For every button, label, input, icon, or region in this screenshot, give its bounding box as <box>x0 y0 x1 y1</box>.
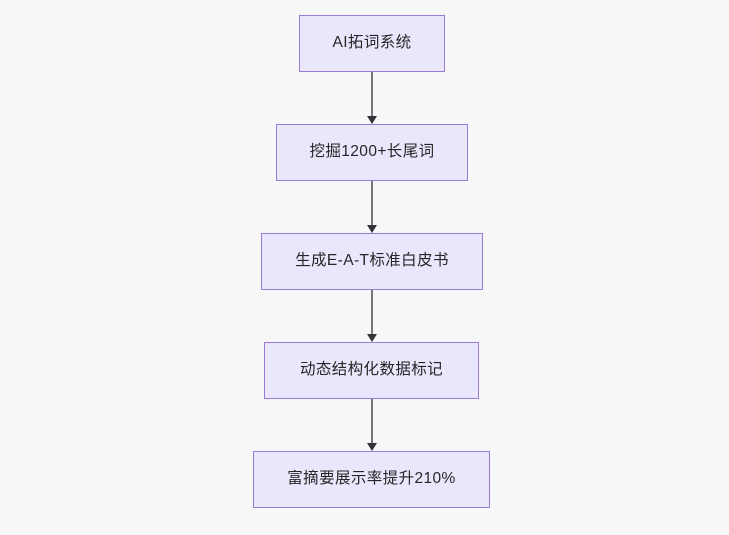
arrow-down-icon <box>366 443 377 451</box>
flow-edge <box>352 399 392 451</box>
flow-node[interactable]: 动态结构化数据标记 <box>264 342 479 399</box>
flow-node-label: 挖掘1200+长尾词 <box>309 143 435 161</box>
arrow-down-icon <box>366 116 377 124</box>
flow-node[interactable]: AI拓词系统 <box>299 15 445 72</box>
arrow-down-icon <box>366 225 377 233</box>
flow-edge <box>352 290 392 342</box>
flow-edge <box>352 181 392 233</box>
edge-line <box>371 72 373 117</box>
flow-node-label: 生成E-A-T标准白皮书 <box>295 252 449 270</box>
flow-node[interactable]: 挖掘1200+长尾词 <box>276 124 468 181</box>
flow-node[interactable]: 生成E-A-T标准白皮书 <box>261 233 483 290</box>
flow-node-label: 动态结构化数据标记 <box>299 361 444 379</box>
arrow-down-icon <box>366 334 377 342</box>
flow-node[interactable]: 富摘要展示率提升210% <box>253 451 490 508</box>
edge-line <box>371 290 373 335</box>
edge-line <box>371 399 373 444</box>
flow-node-label: AI拓词系统 <box>332 34 412 52</box>
flow-node-label: 富摘要展示率提升210% <box>287 470 456 488</box>
flow-edge <box>352 72 392 124</box>
edge-line <box>371 181 373 226</box>
